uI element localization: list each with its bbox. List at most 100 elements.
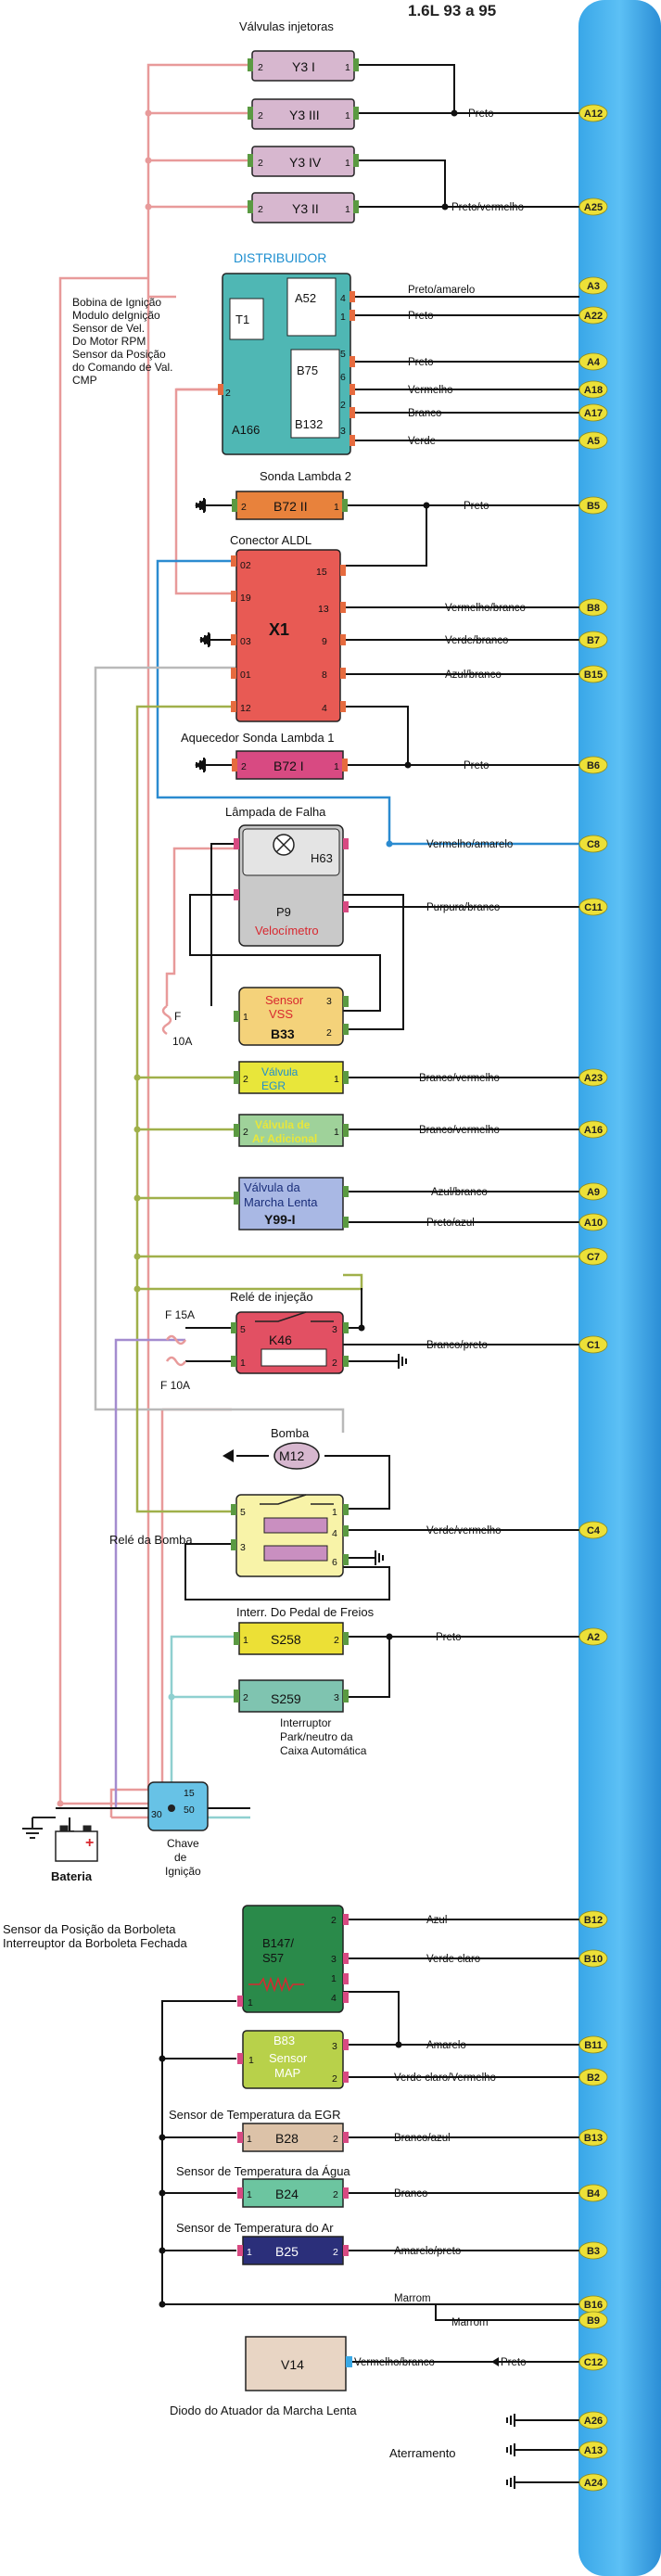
svg-text:Sensor da Posição: Sensor da Posição	[72, 348, 166, 361]
svg-text:Y3 II: Y3 II	[292, 201, 319, 216]
svg-text:1: 1	[248, 1997, 253, 2009]
pump-relay: 5 3 1 4 6	[235, 1494, 344, 1577]
svg-text:1: 1	[334, 502, 339, 513]
ecu-pin-badge: A2	[578, 1627, 608, 1646]
svg-text:Modulo deIgnição: Modulo deIgnição	[72, 309, 160, 322]
svg-text:Chave: Chave	[167, 1837, 199, 1850]
ecu-pin-label: A24	[584, 2478, 604, 2489]
aldl-pins	[231, 555, 346, 712]
ecu-pin-label: C7	[587, 1252, 600, 1263]
ecu-pin-label: C4	[587, 1525, 601, 1537]
map-sensor: B83 Sensor MAP 1 3 2	[242, 2030, 344, 2089]
ground-arrows	[195, 499, 234, 1462]
svg-text:1: 1	[243, 1635, 248, 1646]
svg-text:2: 2	[241, 761, 247, 772]
egr-valve: 2 1 Válvula EGR	[234, 1061, 349, 1094]
svg-text:Sensor de Vel.: Sensor de Vel.	[72, 322, 145, 335]
lambda2-header: Sonda Lambda 2	[260, 469, 351, 483]
pumprelay-wire: Verde/vermelho	[426, 1525, 502, 1537]
svg-text:10A: 10A	[172, 1035, 192, 1048]
svg-text:Y99-I: Y99-I	[264, 1212, 295, 1227]
ecu-pin-badge: C1	[578, 1335, 608, 1354]
egrtemp-wire: Branco/azul	[394, 2133, 451, 2144]
idle-wire-1: Azul/branco	[431, 1187, 488, 1198]
ecu-pin-badge: A13	[578, 2441, 608, 2459]
fuel-pump: M12	[273, 1442, 320, 1470]
svg-text:A52: A52	[295, 291, 316, 305]
black-wires	[56, 64, 579, 2483]
ecu-pin-badge: A9	[578, 1182, 608, 1201]
water-header: Sensor de Temperatura da Água	[176, 2164, 350, 2178]
ecu-pin-label: A26	[584, 2416, 603, 2427]
ecu-pin-label: A5	[587, 436, 600, 447]
ecu-pin-badge: A23	[578, 1068, 608, 1087]
svg-text:MAP: MAP	[274, 2066, 300, 2080]
svg-text:5: 5	[240, 1324, 246, 1335]
aldl-wire-labels: Vermelho/branco Verde/branco Azul/branco	[445, 603, 526, 681]
idle-valve: Válvula da Marcha Lenta Y99-I	[234, 1177, 349, 1231]
tps-pins	[237, 1914, 349, 2007]
svg-text:2: 2	[258, 62, 263, 73]
ecu-pin-label: B12	[584, 1915, 603, 1926]
fuse-f10a-relay: F 10A	[160, 1356, 190, 1392]
svg-text:6: 6	[332, 1557, 337, 1568]
svg-text:3: 3	[334, 1692, 339, 1703]
svg-text:B132: B132	[295, 417, 323, 431]
ecu-pin-badge: A12	[578, 104, 608, 122]
egr-temp-sensor: 1 2 B28	[237, 2123, 349, 2152]
svg-text:1: 1	[340, 312, 346, 323]
svg-text:2: 2	[331, 1915, 337, 1926]
park-switch-label: Interruptor Park/neutro da Caixa Automát…	[280, 1716, 367, 1757]
ecu-pin-label: A17	[584, 408, 603, 419]
junction-dots	[159, 109, 458, 2308]
ecu-pin-label: B15	[584, 670, 603, 681]
svg-text:8: 8	[322, 670, 327, 681]
svg-text:1: 1	[331, 1973, 337, 1984]
svg-text:Vermelho: Vermelho	[408, 385, 453, 396]
pump-header: Bomba	[271, 1426, 310, 1440]
ecu-pin-badge: B13	[578, 2128, 608, 2147]
injrelay-header: Relé de injeção	[230, 1290, 313, 1304]
svg-text:Ar Adicional: Ar Adicional	[252, 1132, 317, 1145]
svg-text:Ignição: Ignição	[165, 1865, 201, 1878]
svg-text:13: 13	[318, 604, 329, 615]
ecu-pin-label: A25	[584, 202, 603, 213]
svg-text:2: 2	[340, 400, 346, 411]
svg-text:19: 19	[240, 593, 251, 604]
water-wire: Branco	[394, 2188, 427, 2200]
speedo-wire: Purpura/branco	[426, 902, 500, 913]
brake-switch-s258: 1 2 S258	[234, 1622, 349, 1655]
svg-text:2: 2	[326, 1027, 332, 1039]
svg-text:3: 3	[340, 426, 346, 437]
ecu-pin-badge: B9	[578, 2311, 608, 2329]
ecu-pin-badge: A4	[578, 352, 608, 371]
svg-text:03: 03	[240, 636, 251, 647]
svg-text:2: 2	[332, 1358, 337, 1369]
svg-text:Verde/branco: Verde/branco	[445, 635, 508, 646]
svg-text:5: 5	[340, 349, 346, 360]
injrelay-pins	[231, 1322, 349, 1367]
ecu-pin-badge: B11	[578, 2035, 608, 2054]
svg-text:EGR: EGR	[261, 1079, 286, 1092]
ecu-pin-label: A23	[584, 1073, 603, 1084]
svg-text:1: 1	[240, 1358, 246, 1369]
svg-text:+: +	[85, 1835, 94, 1851]
svg-text:2: 2	[243, 1074, 248, 1085]
ecu-pin-label: B7	[587, 635, 600, 646]
airtemp-wire: Amarelo/preto	[394, 2246, 461, 2257]
ecu-pin-label: A22	[584, 311, 603, 322]
pumprelay-header: Relé da Bomba	[109, 1533, 193, 1547]
svg-text:M12: M12	[279, 1448, 304, 1463]
ecu-pin-badge: B10	[578, 1949, 608, 1968]
ecu-pin-badge: A10	[578, 1213, 608, 1231]
svg-text:Bateria: Bateria	[51, 1869, 93, 1883]
svg-text:1: 1	[334, 1074, 339, 1085]
ecu-pin-badge: B7	[578, 631, 608, 649]
svg-text:Bobina de Ignição: Bobina de Ignição	[72, 296, 161, 309]
ground-wire-1: Marrom	[394, 2293, 431, 2304]
vss-sensor: Sensor VSS B33 1 3 2	[238, 987, 344, 1046]
svg-text:S258: S258	[271, 1632, 301, 1647]
svg-text:3: 3	[331, 1954, 337, 1965]
distributor-header: DISTRIBUIDOR	[234, 250, 326, 265]
svg-text:H63: H63	[311, 851, 333, 865]
